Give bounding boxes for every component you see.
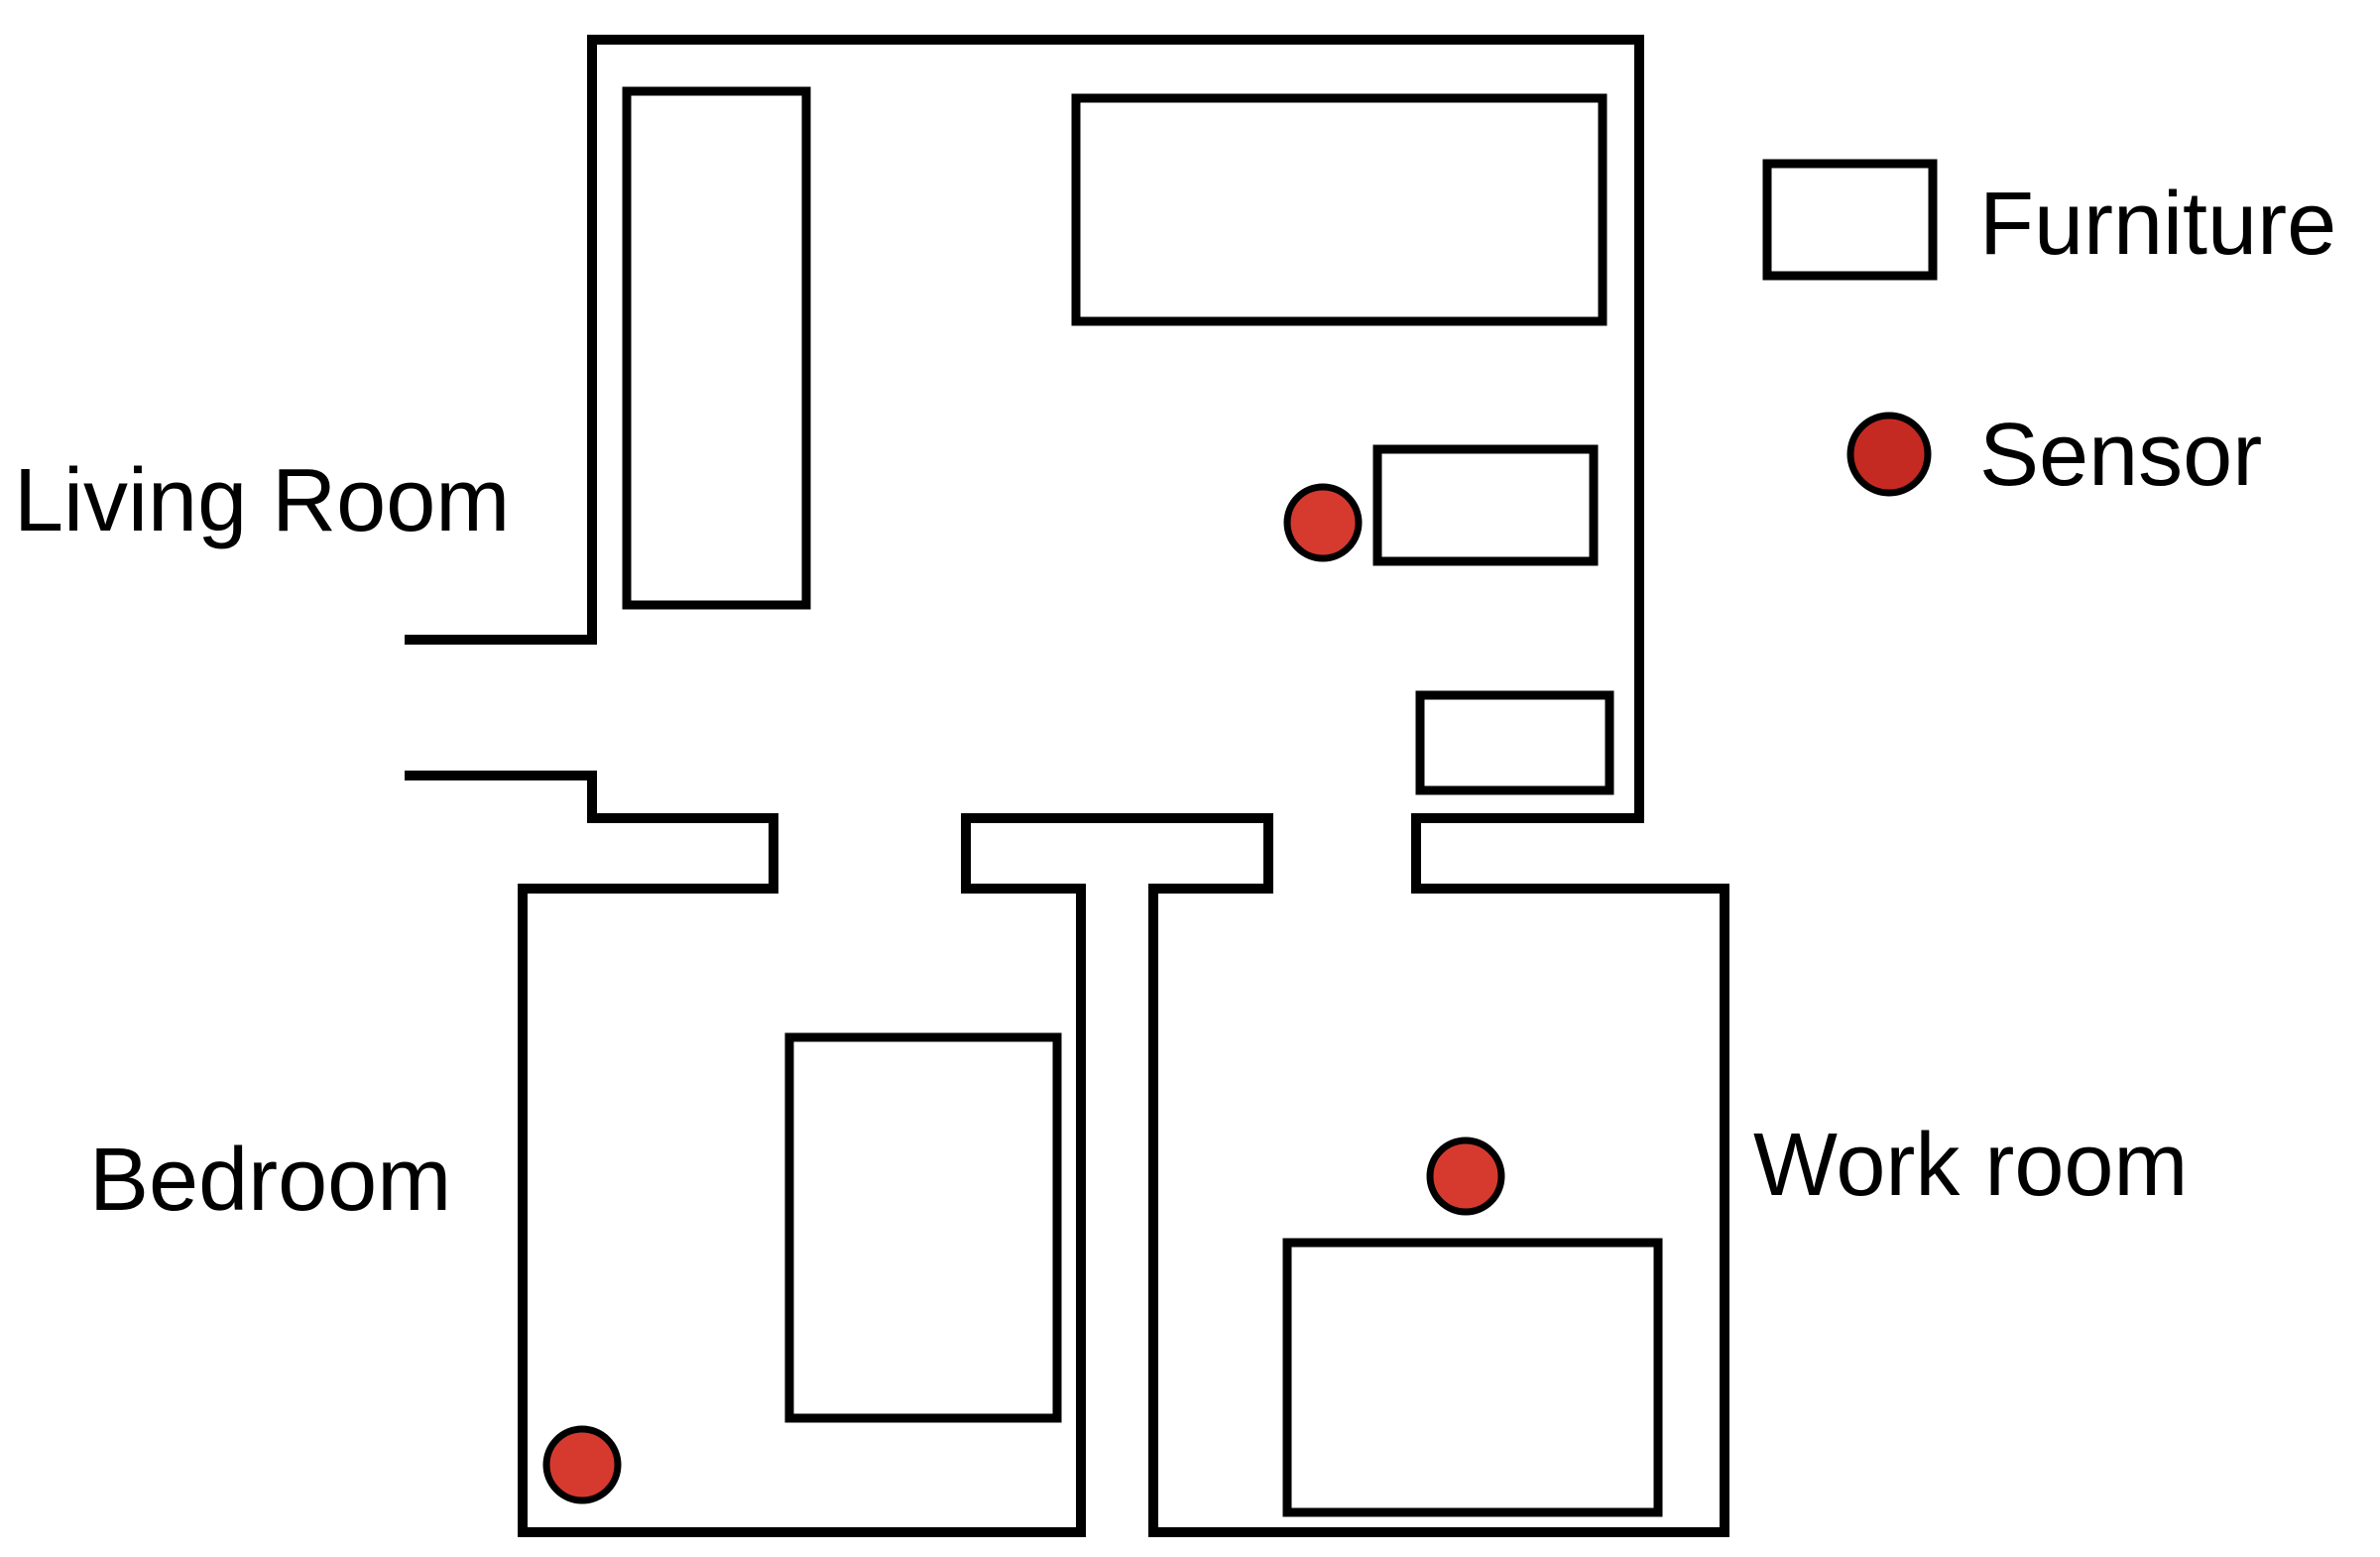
living-room-walls [405, 35, 1729, 1537]
legend: Furniture Sensor [1762, 159, 2336, 505]
living-room-sofa [1071, 93, 1607, 326]
work-room-label: Work room [1753, 1116, 2188, 1215]
living-room-label: Living Room [14, 451, 510, 550]
bedroom-bed [784, 1032, 1062, 1423]
sensor-work-room [1426, 1137, 1505, 1216]
living-room-cabinet [1415, 690, 1614, 795]
living-room-table [1372, 444, 1599, 566]
legend-sensor-icon [1846, 412, 1932, 497]
sensor-bedroom [542, 1425, 622, 1504]
legend-sensor-label: Sensor [1979, 406, 2262, 505]
sensor-living-room [1283, 483, 1363, 562]
living-room-shelf [622, 86, 811, 610]
bedroom-label: Bedroom [89, 1131, 451, 1230]
work-room-desk [1282, 1238, 1663, 1517]
legend-furniture-icon [1762, 159, 1938, 281]
legend-furniture-label: Furniture [1979, 175, 2336, 274]
